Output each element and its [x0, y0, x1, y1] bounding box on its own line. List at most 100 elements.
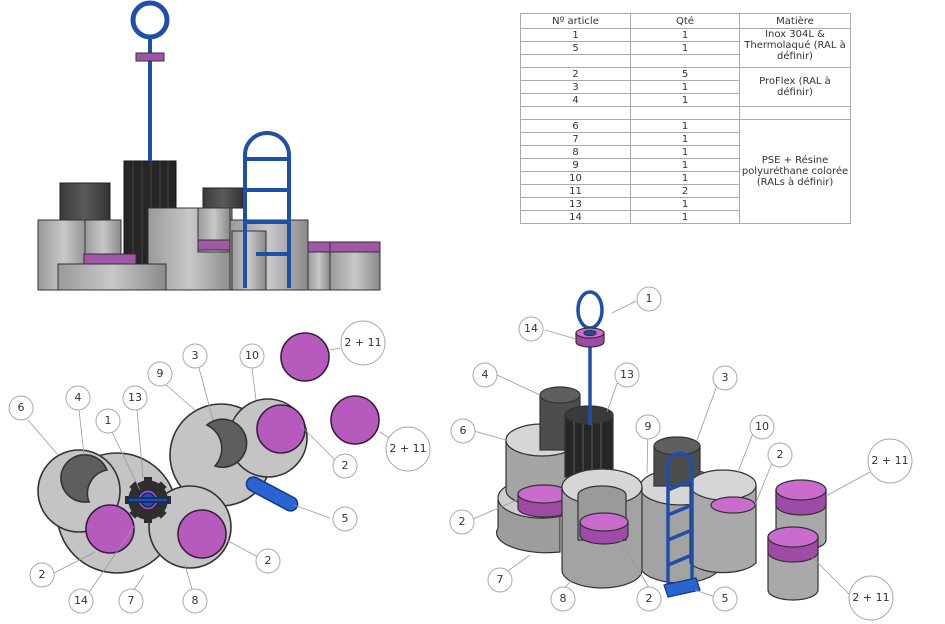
cell-qty: 1: [630, 197, 740, 211]
cell-article: 14: [520, 210, 631, 224]
balloon-label: 13: [128, 391, 142, 404]
cell-qty: 1: [630, 80, 740, 94]
balloon[interactable]: 5: [332, 506, 358, 532]
balloon-label: 2: [342, 459, 349, 472]
cell-qty: 1: [630, 132, 740, 146]
table-row: 8 1: [520, 145, 851, 159]
balloon[interactable]: 8: [550, 586, 576, 612]
table-spacer-row: [520, 106, 851, 120]
table-spacer-row: [520, 54, 851, 68]
balloon[interactable]: 4: [65, 385, 91, 411]
part-2-front-d: [329, 241, 381, 253]
cell-qty: 1: [630, 119, 740, 133]
table-row: 13 1: [520, 197, 851, 211]
balloon[interactable]: 6: [450, 418, 476, 444]
balloon-label: 8: [560, 592, 567, 605]
part-7-front: [57, 263, 167, 291]
balloon[interactable]: 10: [749, 414, 775, 440]
balloon-label: 2: [265, 554, 272, 567]
balloon[interactable]: 2: [449, 509, 475, 535]
balloon[interactable]: 14: [518, 316, 544, 342]
balloon-label: 4: [482, 368, 489, 381]
cell-material: Inox 304L & Thermolaqué (RAL à définir): [739, 28, 851, 68]
balloon-label: 6: [460, 424, 467, 437]
balloon-label: 2: [39, 568, 46, 581]
cell-article: 2: [520, 67, 631, 81]
cell-qty: 1: [630, 41, 740, 55]
cell-qty: 5: [630, 67, 740, 81]
part-13-iso-ribs: [573, 422, 602, 477]
balloon[interactable]: 2 + 11: [340, 320, 386, 366]
balloon[interactable]: 14: [68, 588, 94, 614]
balloon-label: 2 + 11: [852, 591, 889, 604]
balloon[interactable]: 2 + 11: [848, 575, 894, 621]
balloon-label: 3: [722, 371, 729, 384]
balloon[interactable]: 2: [255, 548, 281, 574]
balloon-label: 2: [459, 515, 466, 528]
balloon[interactable]: 9: [635, 414, 661, 440]
part-11-top-b: [330, 395, 380, 445]
balloon[interactable]: 5: [712, 586, 738, 612]
part-8-front: [231, 230, 267, 291]
balloon[interactable]: 13: [122, 385, 148, 411]
cell-article: 9: [520, 158, 631, 172]
cell-article: 3: [520, 80, 631, 94]
cell-article: 4: [520, 93, 631, 107]
balloon-label: 10: [245, 349, 259, 362]
part-4-iso-top: [539, 386, 581, 404]
top-view-balloons: 6 4 1 13 9 3 10 2 + 11 2 + 11 2 5 2 2 14…: [8, 320, 431, 614]
balloon[interactable]: 8: [182, 588, 208, 614]
cell-qty: 1: [630, 28, 740, 42]
balloon[interactable]: 6: [8, 395, 34, 421]
cell-article: 1: [520, 28, 631, 42]
balloon-label: 9: [645, 420, 652, 433]
part-1-iso-handle: [575, 290, 605, 425]
balloon[interactable]: 1: [636, 286, 662, 312]
balloon-label: 8: [192, 594, 199, 607]
part-13-top: [125, 477, 171, 523]
balloon[interactable]: 2 + 11: [867, 438, 913, 484]
balloon[interactable]: 10: [239, 343, 265, 369]
balloon-label: 7: [497, 573, 504, 586]
balloon[interactable]: 2: [332, 453, 358, 479]
balloon[interactable]: 4: [472, 362, 498, 388]
balloon[interactable]: 7: [118, 588, 144, 614]
balloon[interactable]: 2: [767, 442, 793, 468]
balloon[interactable]: 13: [614, 362, 640, 388]
balloon-label: 1: [646, 292, 653, 305]
part-2-iso-d-top: [775, 479, 827, 501]
balloon[interactable]: 1: [95, 408, 121, 434]
header-material: Matière: [739, 13, 851, 29]
table-row: 14 1: [520, 210, 851, 224]
part-2-top-a: [85, 504, 135, 554]
part-14-front: [135, 52, 165, 62]
cell-article: 11: [520, 184, 631, 198]
cell-article: 13: [520, 197, 631, 211]
part-5-iso-foot: [663, 577, 701, 598]
balloon[interactable]: 2: [636, 586, 662, 612]
part-4-top: [60, 454, 109, 503]
cell-article: 8: [520, 145, 631, 159]
part-2-top-c: [256, 404, 306, 454]
balloon-label: 2 + 11: [389, 442, 426, 455]
part-1-front-handle: [130, 0, 170, 161]
balloon-label: 14: [524, 322, 538, 335]
balloon[interactable]: 9: [147, 361, 173, 387]
balloon[interactable]: 3: [712, 365, 738, 391]
balloon[interactable]: 2: [29, 562, 55, 588]
balloon[interactable]: 2 + 11: [385, 426, 431, 472]
top-view: [37, 332, 380, 574]
balloon-label: 2: [777, 448, 784, 461]
balloon[interactable]: 3: [182, 343, 208, 369]
balloon-label: 5: [342, 512, 349, 525]
cell-qty: 1: [630, 93, 740, 107]
balloon[interactable]: 7: [487, 567, 513, 593]
cell-qty: 1: [630, 171, 740, 185]
part-3-top: [205, 418, 248, 469]
balloon-label: 9: [157, 367, 164, 380]
header-article: Nº article: [520, 13, 631, 29]
cell-material: ProFlex (RAL à définir): [739, 67, 851, 107]
part-11-top-a: [280, 332, 330, 382]
part-4-front: [59, 182, 111, 222]
